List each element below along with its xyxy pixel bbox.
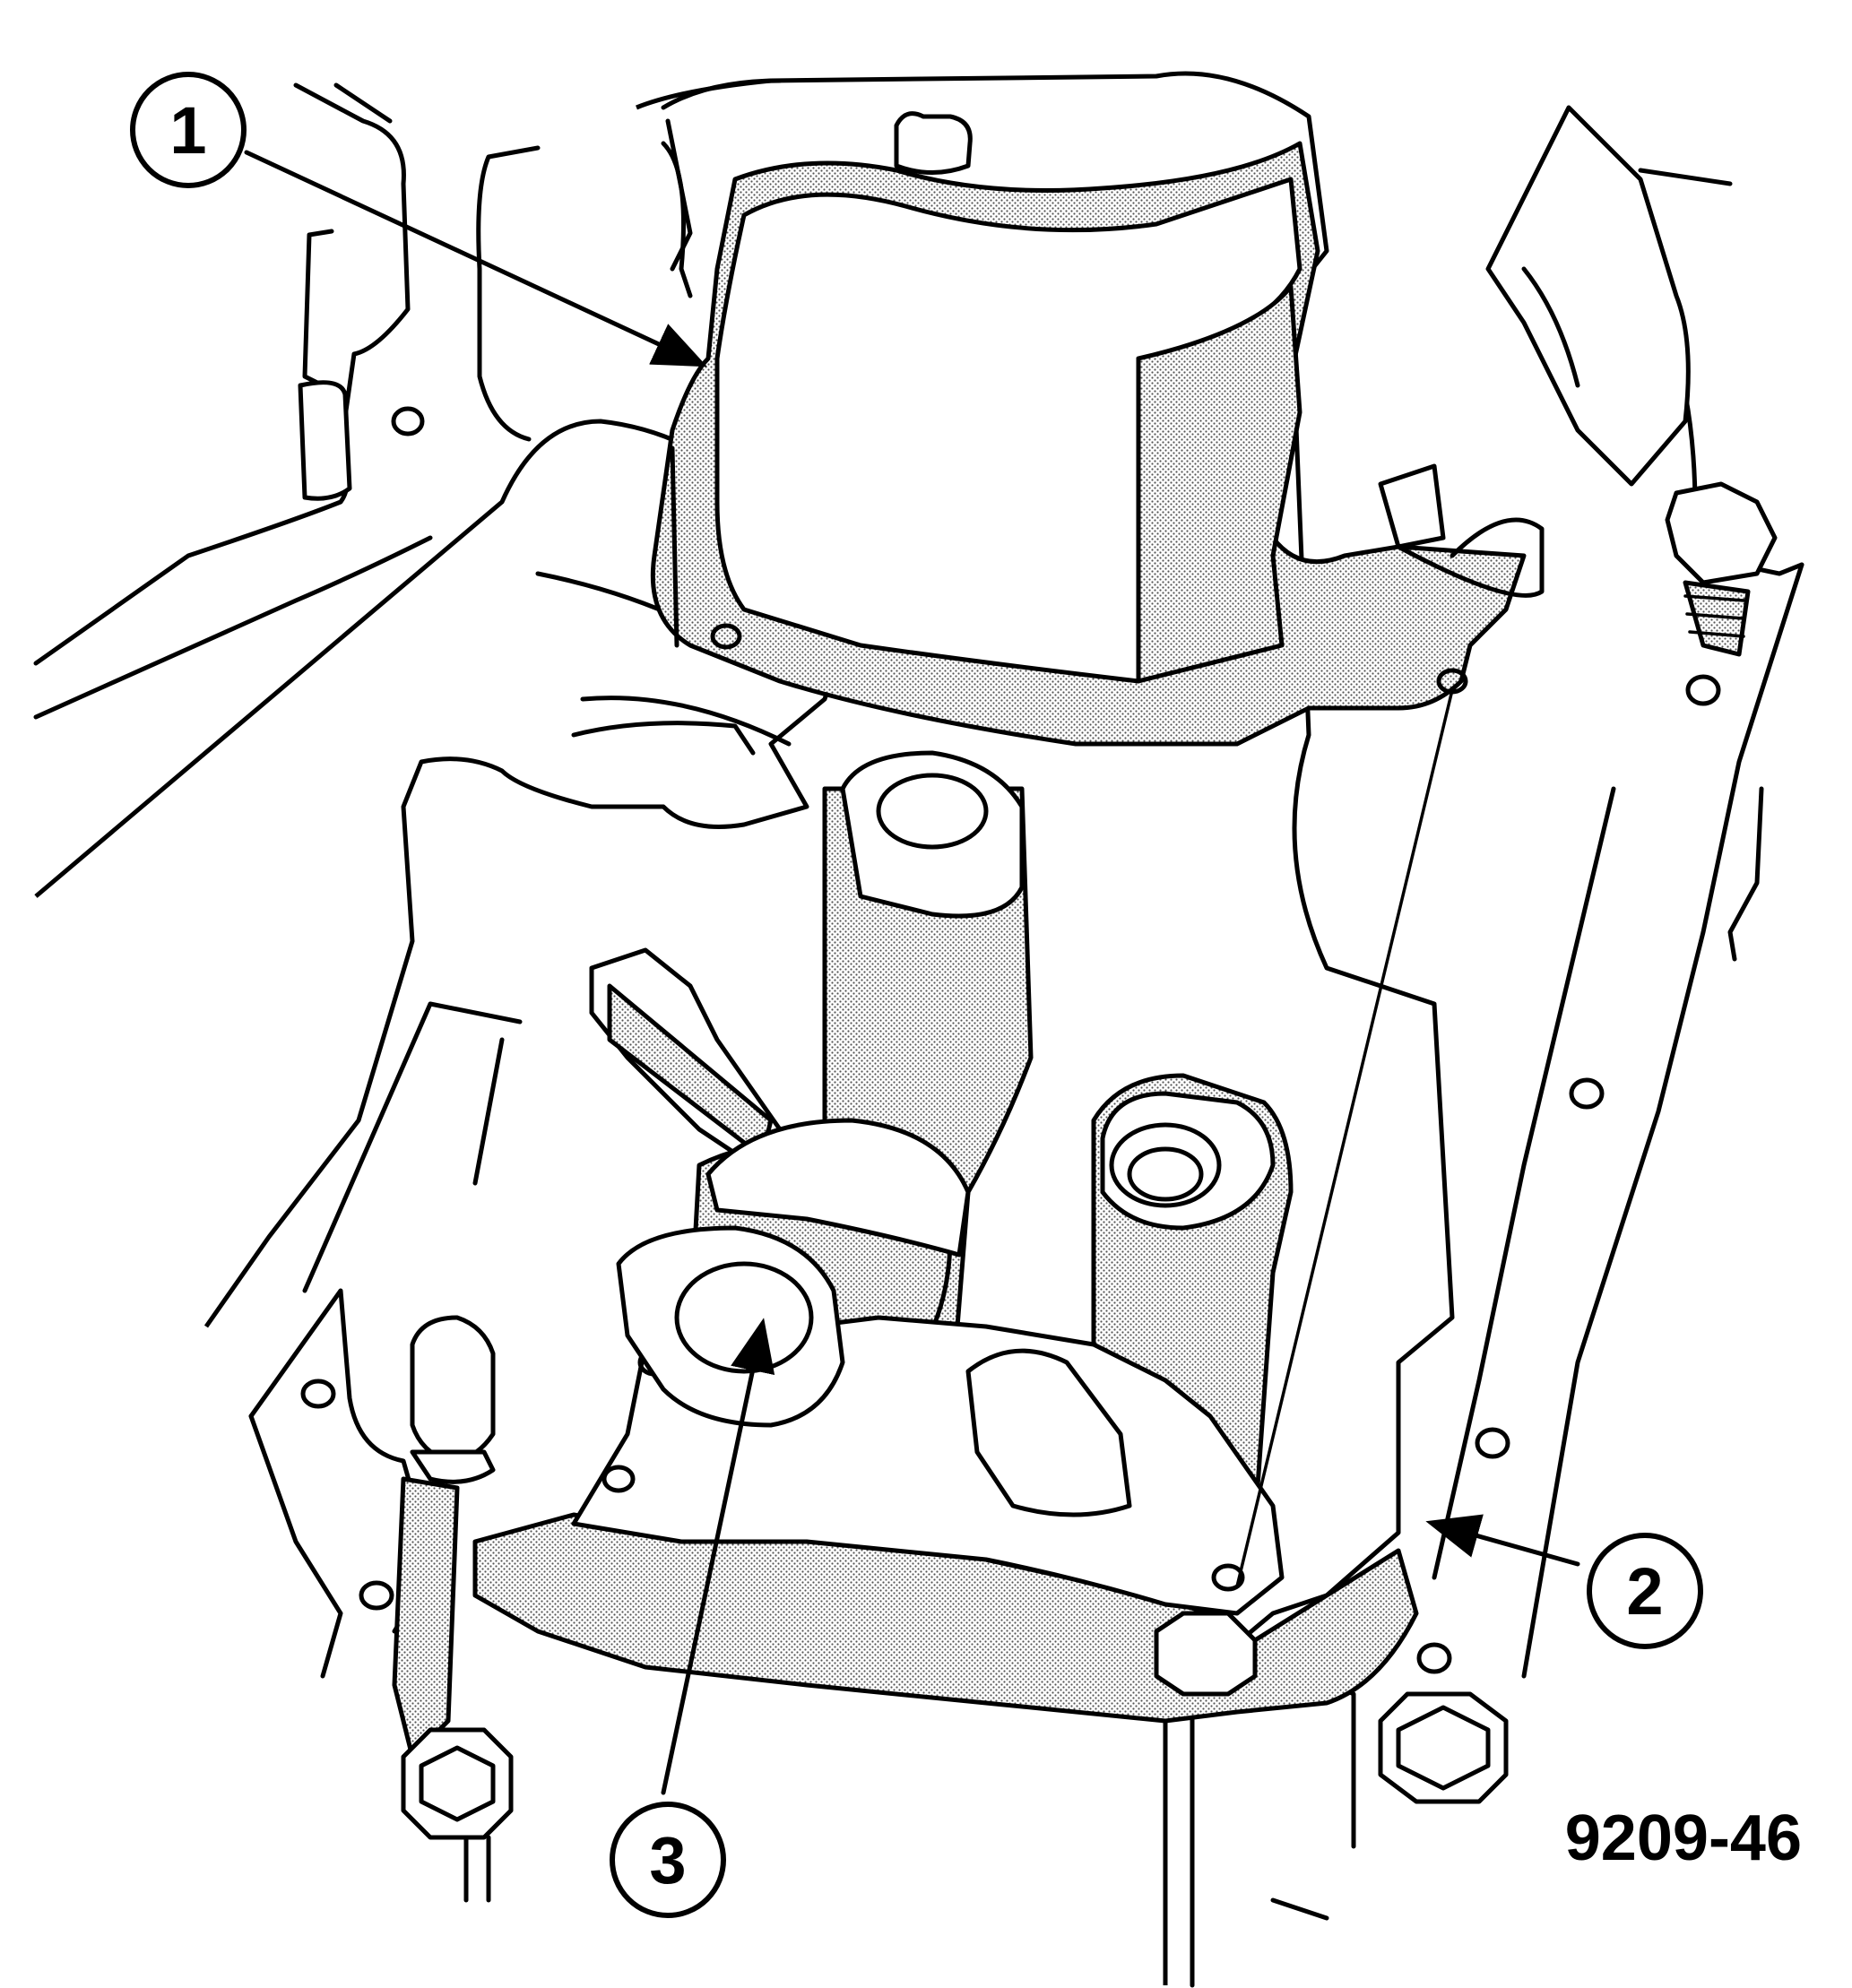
callout-1: 1 xyxy=(130,72,247,188)
figure-id: 9209-46 xyxy=(1565,1802,1802,1874)
callout-2-label: 2 xyxy=(1626,1554,1663,1629)
lower-left-frame xyxy=(248,1001,523,1679)
bolt-lower-right xyxy=(1378,1691,1509,1804)
callout-1-label: 1 xyxy=(169,93,206,168)
adapter-housing xyxy=(650,111,1545,747)
left-crossmember xyxy=(33,82,541,720)
leader-lines xyxy=(244,150,1580,1795)
left-mount-stud xyxy=(392,1315,496,1759)
callout-3-label: 3 xyxy=(649,1823,686,1897)
bolt-lower-left xyxy=(401,1727,514,1903)
hand-right xyxy=(1485,105,1691,487)
callout-2: 2 xyxy=(1587,1533,1703,1649)
callout-3: 3 xyxy=(610,1802,726,1918)
bolt-flange-center xyxy=(1154,1611,1258,1697)
bolt-upper-right xyxy=(1665,481,1778,657)
